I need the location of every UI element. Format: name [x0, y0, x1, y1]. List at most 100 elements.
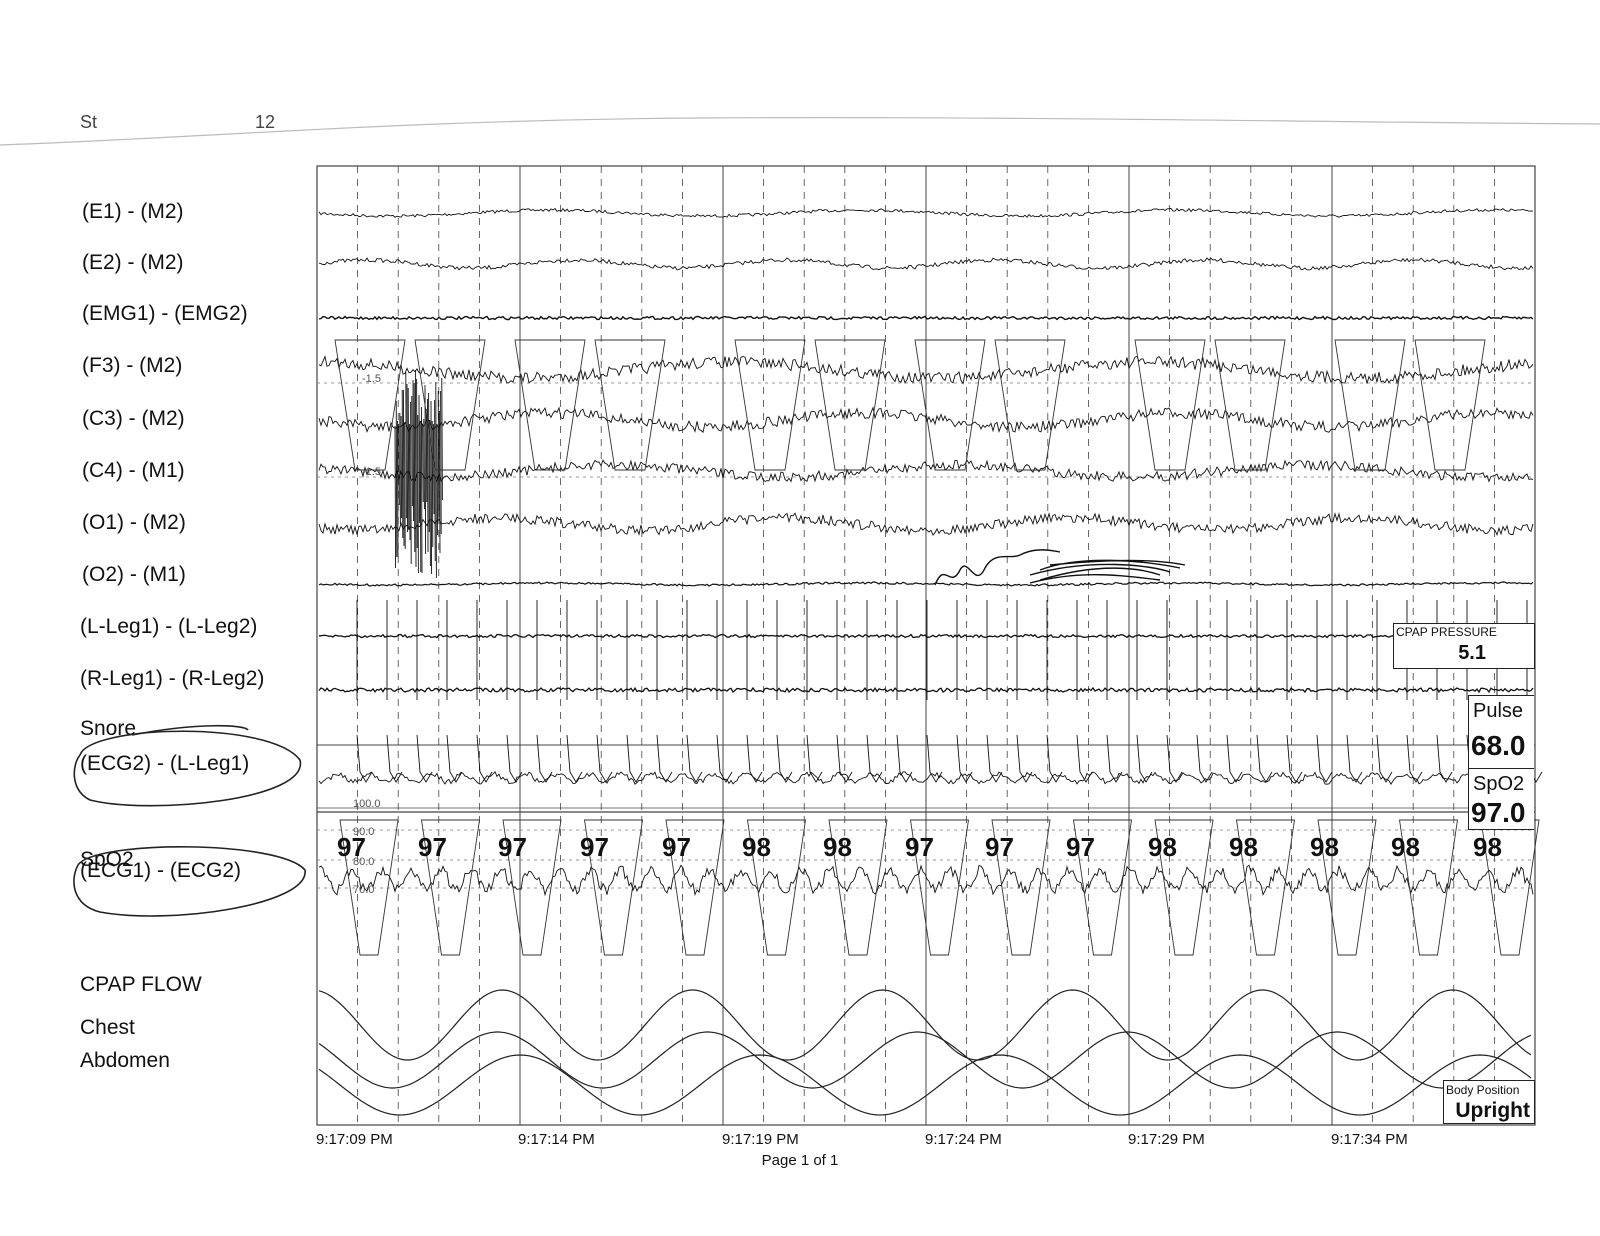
trace-markers [334, 339, 1540, 956]
channel-label-c3: (C3) - (M2) [82, 407, 185, 430]
spo2-value: 98 [742, 832, 771, 862]
channel-label-ecg2-lleg1: (ECG2) - (L-Leg1) [80, 752, 250, 775]
channel-label-spo2: SpO2 [80, 848, 134, 871]
waveform-traces [318, 207, 1543, 1116]
channel-label-o2: (O2) - (M1) [82, 563, 186, 586]
channel-label-e2: (E2) - (M2) [82, 251, 184, 274]
spo2-box-label: SpO2 [1473, 773, 1525, 795]
spo2-box-value: 97.0 [1471, 797, 1526, 828]
spo2-marker [746, 819, 807, 956]
channel-label-f3: (F3) - (M2) [82, 354, 183, 377]
eeg-scale-label: -1.5 [362, 466, 381, 478]
hand-drawn-circles [73, 724, 306, 917]
body-position-box: Body Position Upright [1443, 1080, 1535, 1124]
spo2-value: 98 [1310, 832, 1339, 862]
trace-frame [316, 165, 1536, 1126]
cpap-pressure-box: CPAP PRESSURE 5.1 [1393, 623, 1535, 669]
channel-label-r-leg: (R-Leg1) - (R-Leg2) [80, 667, 265, 690]
time-tick-label: 9:17:29 PM [1128, 1131, 1205, 1148]
spo2-value: 98 [1391, 832, 1420, 862]
torn-paper-edge [0, 116, 1600, 146]
spo2-marker [1072, 819, 1133, 956]
channel-label-c4: (C4) - (M1) [82, 459, 185, 482]
spo2-marker [339, 819, 399, 956]
scoring-marker [414, 339, 486, 471]
scoring-marker [814, 339, 886, 471]
eeg-f3-trace [318, 355, 1534, 385]
scoring-marker [334, 339, 406, 471]
cpap-pressure-value: 5.1 [1458, 642, 1486, 664]
channel-label-cpap-flow: CPAP FLOW [80, 973, 202, 996]
channel-label-ecg1-ecg2: (ECG1) - (ECG2) [80, 859, 242, 882]
time-tick-label: 9:17:24 PM [925, 1131, 1002, 1148]
cpap-flow-trace [318, 989, 1532, 1061]
eog-e1-trace [318, 207, 1534, 218]
channel-label-snore: Snore [80, 717, 137, 740]
scoring-marker [1214, 339, 1286, 471]
spo2-scale-label: 80.0 [353, 856, 375, 868]
spo2-value: 97 [905, 832, 934, 862]
pulse-value: 68.0 [1471, 730, 1526, 761]
spo2-marker [1317, 819, 1377, 956]
scoring-marker [734, 339, 806, 471]
abdomen-trace [318, 1054, 1532, 1116]
leg-left-trace [319, 633, 1534, 639]
cpap-pressure-label: CPAP PRESSURE [1396, 625, 1497, 639]
scoring-marker [994, 339, 1066, 471]
spo2-marker [909, 819, 970, 956]
spo2-scale-label: 70.0 [353, 884, 375, 896]
eeg-c4-trace [318, 459, 1534, 483]
spo2-value: 98 [1473, 832, 1502, 862]
time-tick-label: 9:17:09 PM [316, 1131, 393, 1148]
body-position-value: Upright [1455, 1099, 1530, 1122]
channel-label-o1: (O1) - (M2) [82, 511, 186, 534]
header-fragment-left: St [80, 112, 98, 132]
channel-label-emg: (EMG1) - (EMG2) [82, 302, 248, 325]
channel-label-chest: Chest [80, 1016, 135, 1039]
scoring-marker [594, 339, 666, 471]
channel-label-e1: (E1) - (M2) [82, 200, 184, 223]
time-tick-label: 9:17:34 PM [1331, 1131, 1408, 1148]
spo2-marker [665, 819, 725, 956]
time-tick-label: 9:17:19 PM [722, 1131, 799, 1148]
body-position-label: Body Position [1446, 1083, 1520, 1097]
eeg-scale-label: -1.5 [362, 373, 381, 385]
spo2-marker [583, 819, 644, 956]
spo2-scale-label: 100.0 [353, 798, 381, 810]
eeg-c3-trace [318, 406, 1534, 434]
spo2-box: SpO2 97.0 [1468, 768, 1534, 830]
scoring-marker [914, 339, 986, 471]
spo2-value: 97 [580, 832, 609, 862]
spo2-value: 97 [418, 832, 447, 862]
pulse-box: Pulse 68.0 [1468, 695, 1534, 775]
time-tick-label: 9:17:14 PM [518, 1131, 595, 1148]
spo2-value: 97 [498, 832, 527, 862]
eog-e2-trace [318, 257, 1534, 271]
spo2-value: 97 [662, 832, 691, 862]
eeg-artifact-burst [394, 369, 443, 579]
header-fragment-right: 12 [255, 112, 276, 132]
spo2-marker [1398, 819, 1459, 956]
channel-label-l-leg: (L-Leg1) - (L-Leg2) [80, 615, 258, 638]
emg-trace [318, 315, 1534, 321]
ecg1-trace [318, 864, 1534, 897]
spo2-marker [502, 819, 562, 956]
spo2-marker [1235, 819, 1296, 956]
spo2-marker [1154, 819, 1214, 956]
scoring-marker [1334, 339, 1406, 471]
spo2-value: 97 [337, 832, 366, 862]
scoring-marker [514, 339, 586, 471]
page-footer: Page 1 of 1 [761, 1152, 839, 1169]
pulse-label: Pulse [1473, 700, 1524, 722]
spo2-value: 97 [1066, 832, 1095, 862]
chest-trace [318, 1031, 1532, 1089]
eeg-o2-trace [318, 581, 1534, 587]
spo2-marker [991, 819, 1051, 956]
spo2-marker [828, 819, 888, 956]
spo2-value: 98 [1148, 832, 1177, 862]
ecg2-baseline-trace [318, 770, 1534, 785]
spo2-marker [420, 819, 481, 956]
spo2-scale-label: 90.0 [353, 826, 375, 838]
